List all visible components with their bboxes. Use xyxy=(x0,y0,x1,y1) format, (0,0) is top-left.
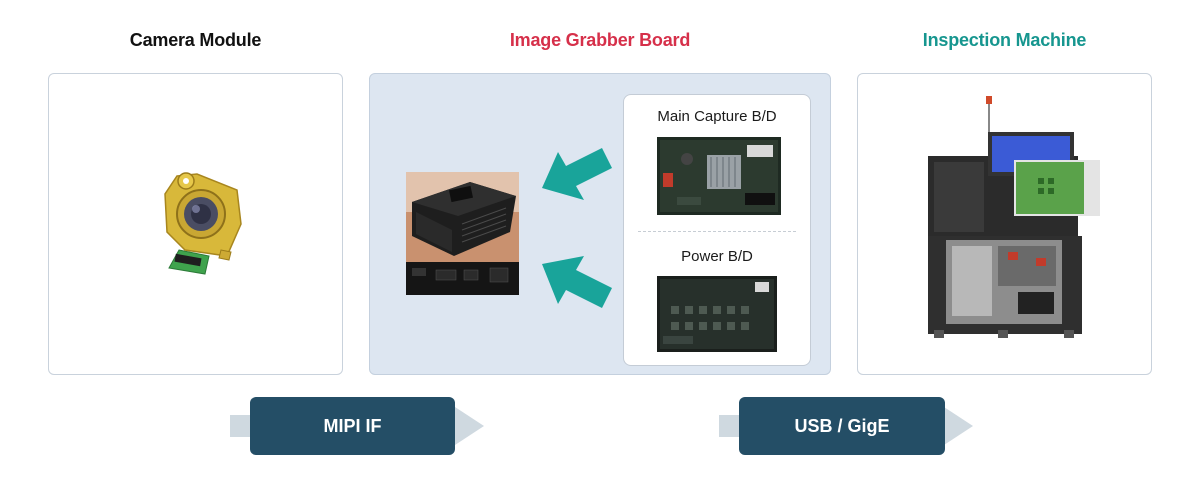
boards-card: Main Capture B/D Power B/D xyxy=(623,94,811,366)
inspection-machine-panel xyxy=(857,73,1152,375)
grabber-box-image xyxy=(406,172,519,295)
inspection-machine-title: Inspection Machine xyxy=(922,30,1087,50)
arrow-left-icon xyxy=(542,148,612,200)
usb-gige-interface-label: USB / GigE xyxy=(739,397,945,455)
inspection-machine-image xyxy=(928,96,1100,338)
camera-module-panel xyxy=(48,73,343,375)
camera-module-image xyxy=(164,172,242,275)
boards-divider xyxy=(638,231,796,232)
mipi-interface-label: MIPI IF xyxy=(250,397,455,455)
arrow-left-icon xyxy=(542,256,612,308)
main-capture-board-label: Main Capture B/D xyxy=(657,108,777,125)
main-capture-board-image xyxy=(657,137,781,215)
camera-module-title: Camera Module xyxy=(129,30,262,50)
power-board-image xyxy=(657,276,777,352)
power-board-label: Power B/D xyxy=(681,248,753,265)
image-grabber-board-title: Image Grabber Board xyxy=(509,30,691,50)
